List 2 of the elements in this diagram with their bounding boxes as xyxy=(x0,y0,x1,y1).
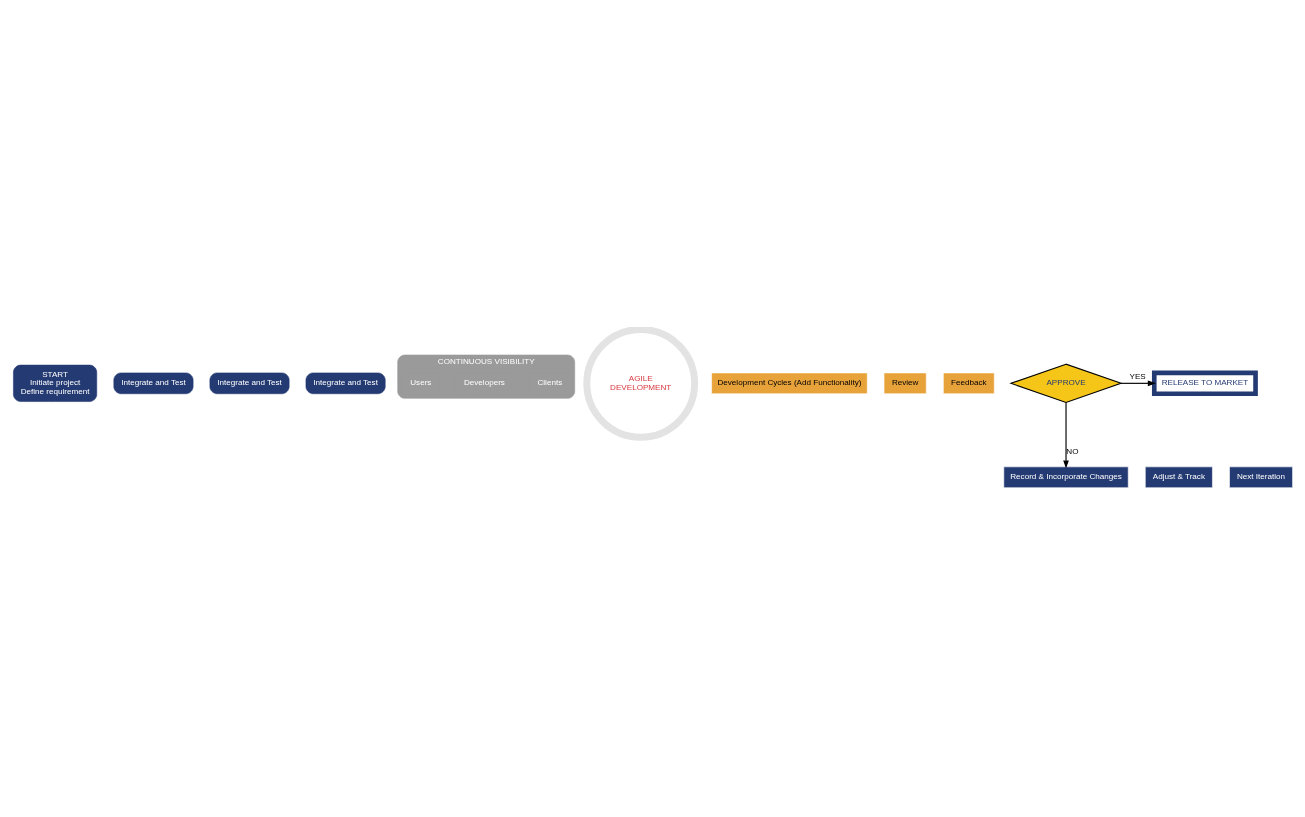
arrow xyxy=(1062,401,1069,469)
arrow xyxy=(1120,380,1156,387)
